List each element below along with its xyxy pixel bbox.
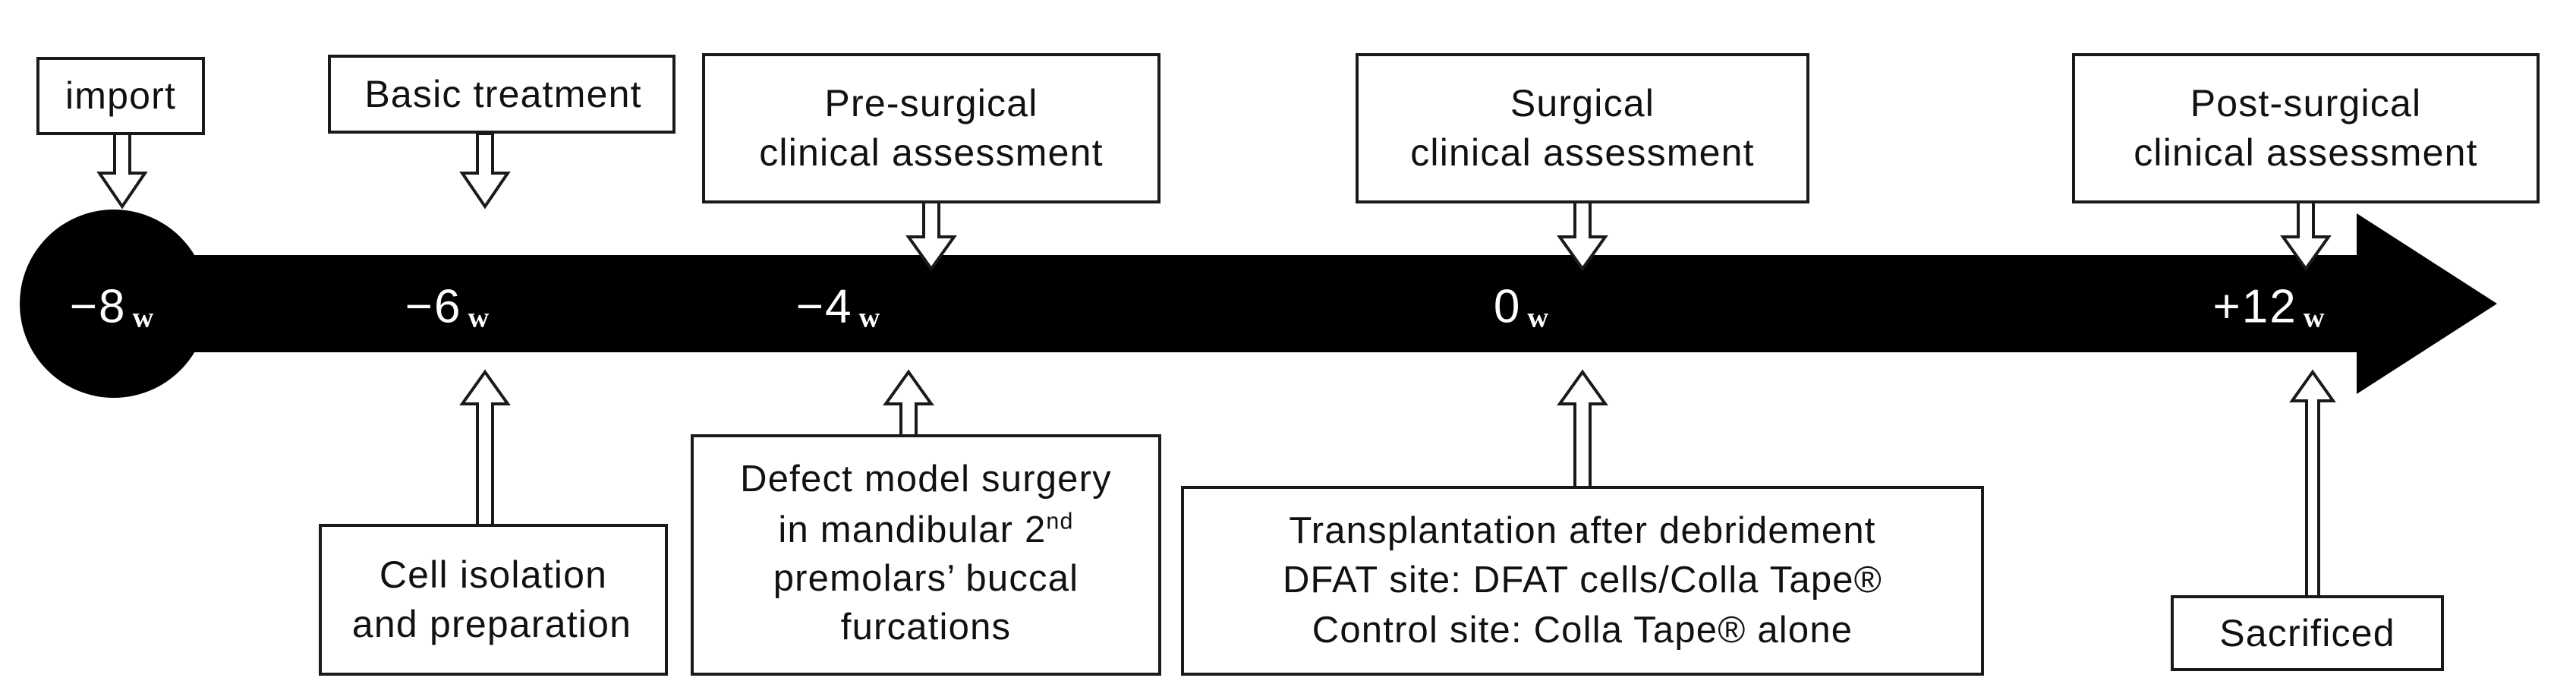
- box-transplantation-line-1: Transplantation after debridement: [1289, 509, 1876, 551]
- tick-unit-week: w: [1527, 301, 1551, 334]
- box-defect-model-surgery: Defect model surgery in mandibular 2nd p…: [691, 434, 1161, 676]
- up-arrow-sacrificed: [2288, 369, 2338, 601]
- box-surgical-line-2: clinical assessment: [1410, 131, 1755, 174]
- timeline-arrowhead: [2357, 213, 2497, 394]
- box-defect-model-line-3: premolars’ buccal: [773, 558, 1079, 599]
- box-defect-model-line-1: Defect model surgery: [740, 458, 1112, 500]
- tick-number: 0: [1493, 280, 1522, 333]
- box-defect-model-line-2: in mandibular 2nd: [778, 506, 1073, 555]
- box-cell-isolation-line-2: and preparation: [351, 603, 632, 645]
- box-cell-isolation-line-1: Cell isolation: [379, 553, 608, 596]
- down-arrow-surgical: [1555, 200, 1610, 272]
- down-arrow-import: [95, 132, 150, 210]
- box-pre-surgical-assessment: Pre-surgical clinical assessment: [702, 53, 1160, 203]
- box-sacrificed: Sacrificed: [2171, 595, 2444, 671]
- tick-unit-week: w: [858, 301, 882, 334]
- box-transplantation-line-2: DFAT site: DFAT cells/Colla Tape®: [1282, 560, 1883, 601]
- box-sacrificed-line-1: Sacrificed: [2219, 611, 2395, 654]
- box-surgical-assessment: Surgical clinical assessment: [1356, 53, 1809, 203]
- tick-number: −4: [795, 280, 853, 333]
- box-import-line-1: import: [65, 74, 177, 117]
- up-arrow-cell-isolation: [458, 369, 512, 530]
- down-arrow-post-surgical: [2278, 200, 2333, 272]
- box-defect-model-line-4: furcations: [840, 606, 1012, 648]
- box-basic-treatment-line-1: Basic treatment: [364, 72, 642, 115]
- box-surgical-line-1: Surgical: [1510, 82, 1655, 125]
- box-post-surgical-assessment: Post-surgical clinical assessment: [2072, 53, 2540, 203]
- box-post-surgical-line-2: clinical assessment: [2134, 131, 2478, 174]
- box-cell-isolation: Cell isolation and preparation: [319, 524, 668, 676]
- tick-unit-week: w: [132, 301, 156, 334]
- box-basic-treatment: Basic treatment: [328, 55, 675, 134]
- box-transplantation: Transplantation after debridement DFAT s…: [1181, 486, 1984, 676]
- box-transplantation-line-3: Control site: Colla Tape® alone: [1312, 609, 1853, 651]
- tick-number: −6: [405, 280, 462, 333]
- down-arrow-basic-treatment: [458, 132, 512, 210]
- box-pre-surgical-line-2: clinical assessment: [759, 131, 1104, 174]
- box-post-surgical-line-1: Post-surgical: [2190, 82, 2422, 125]
- timeline-start-node: [20, 210, 208, 398]
- tick-number: +12: [2212, 280, 2297, 333]
- tick-unit-week: w: [468, 301, 491, 334]
- tick-unit-week: w: [2303, 301, 2326, 334]
- box-defect-model-line-2-sup: nd: [1046, 508, 1074, 534]
- down-arrow-pre-surgical: [904, 200, 959, 272]
- box-defect-model-line-2-base: in mandibular 2: [778, 509, 1047, 551]
- timeline-bar: [114, 255, 2357, 352]
- box-import: import: [36, 57, 205, 135]
- box-pre-surgical-line-1: Pre-surgical: [824, 82, 1038, 125]
- tick-number: −8: [69, 280, 127, 333]
